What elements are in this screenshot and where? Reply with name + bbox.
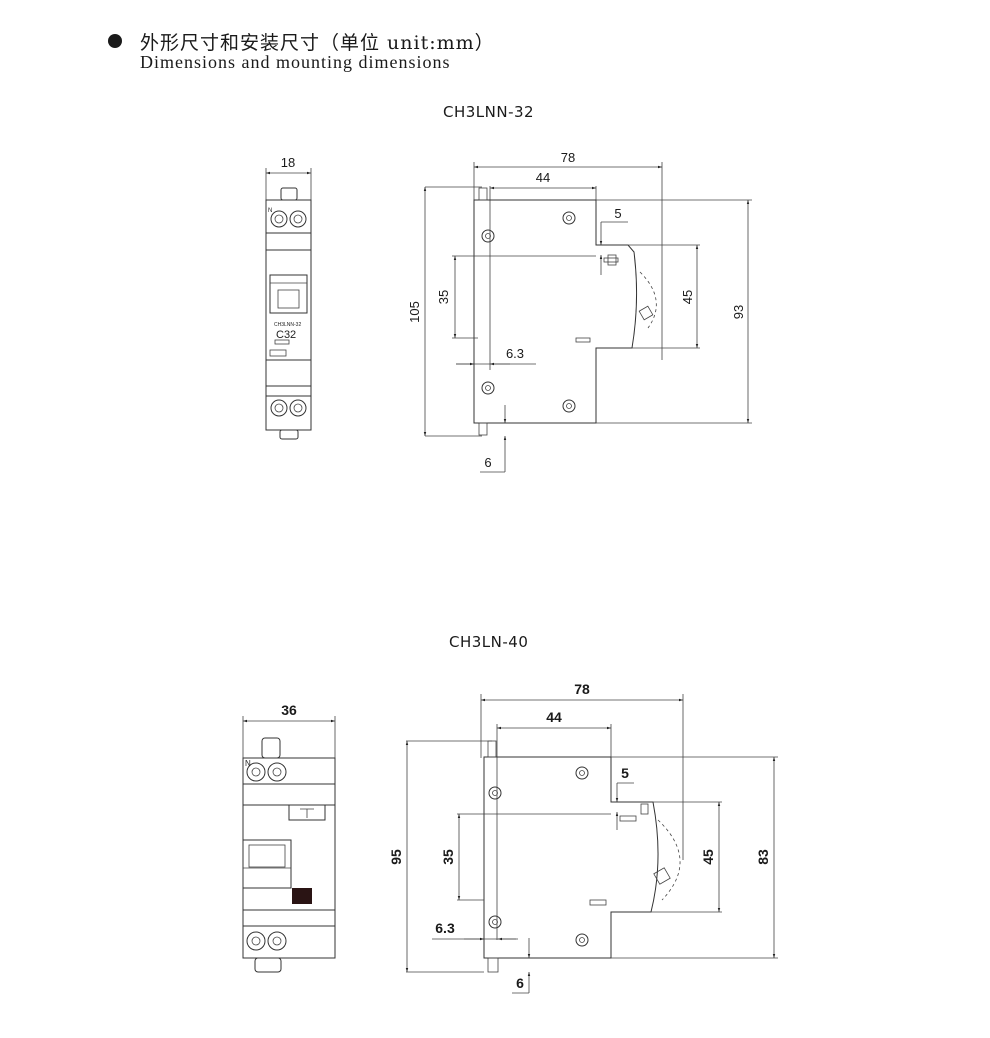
test-button-icon bbox=[292, 888, 312, 904]
front-view-2: 36 N bbox=[242, 702, 336, 973]
side-view-2: 78 44 5 95 35 45 bbox=[388, 681, 778, 994]
terminal-screw-icon bbox=[246, 762, 287, 951]
bullet-icon bbox=[108, 34, 122, 48]
din-clip-bottom-2 bbox=[254, 957, 282, 973]
dim-front-width-1: 18 bbox=[281, 155, 295, 170]
front-label-rating-1: C32 bbox=[276, 329, 296, 341]
dim-rail-2: 35 bbox=[440, 849, 456, 865]
title-english: Dimensions and mounting dimensions bbox=[140, 52, 451, 72]
side-view-1: 78 44 5 105 35 bbox=[407, 150, 752, 473]
dim-rail-offset-2: 6.3 bbox=[435, 920, 455, 936]
mounting-screw-icon bbox=[481, 211, 576, 413]
terminal-screw-icon bbox=[270, 210, 307, 417]
dim-depth-to-step-2: 44 bbox=[546, 709, 562, 725]
dim-overall-depth-2: 78 bbox=[574, 681, 590, 697]
dim-body-height-1: 93 bbox=[731, 305, 746, 319]
din-clip-top bbox=[280, 187, 298, 201]
dim-overall-depth-1: 78 bbox=[561, 150, 575, 165]
breaker-body-2 bbox=[242, 757, 336, 959]
side-body-outline-1 bbox=[473, 199, 638, 424]
side-body-outline-2 bbox=[483, 756, 659, 959]
dim-front-width-2: 36 bbox=[281, 702, 297, 718]
dim-step-1: 5 bbox=[614, 206, 621, 221]
front-label-model-1: CH3LNN-32 bbox=[274, 322, 301, 328]
front-view-1: 18 CH3LNN-32 C32 N bbox=[265, 155, 312, 440]
dim-rail-1: 35 bbox=[436, 290, 451, 304]
dim-front-face-2: 45 bbox=[700, 849, 716, 865]
din-clip-top-2 bbox=[261, 737, 281, 759]
toggle-handle-1 bbox=[269, 274, 308, 314]
din-clip-bottom bbox=[279, 429, 299, 440]
dim-rail-offset-1: 6.3 bbox=[506, 346, 524, 361]
dim-step-2: 5 bbox=[621, 765, 629, 781]
dim-overall-height-1: 105 bbox=[407, 301, 422, 323]
dim-overall-height-2: 95 bbox=[388, 849, 404, 865]
dim-body-height-2: 83 bbox=[755, 849, 771, 865]
dim-clip-1: 6 bbox=[484, 455, 491, 470]
mounting-screw-icon bbox=[488, 766, 589, 947]
pole-mark-1: N bbox=[268, 208, 272, 214]
model-label-2: CH3LN-40 bbox=[449, 633, 529, 651]
pole-mark-2: N bbox=[245, 759, 251, 768]
dim-front-face-1: 45 bbox=[680, 290, 695, 304]
title-chinese: 外形尺寸和安装尺寸（单位 unit:mm） bbox=[140, 32, 495, 54]
toggle-handle-2 bbox=[242, 839, 292, 889]
dim-depth-to-step-1: 44 bbox=[536, 170, 550, 185]
dim-clip-2: 6 bbox=[516, 975, 524, 991]
model-label-1: CH3LNN-32 bbox=[443, 103, 535, 121]
